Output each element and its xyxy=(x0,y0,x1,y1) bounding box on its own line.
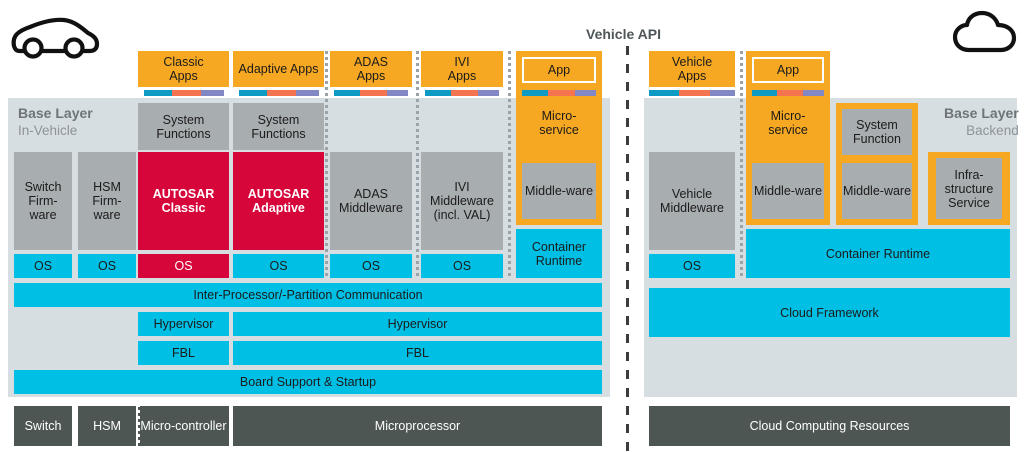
column-separator-1 xyxy=(325,51,328,278)
system-functions-classic: System Functions xyxy=(138,103,229,150)
hardware-microprocessor: Microprocessor xyxy=(233,406,602,446)
column-separator-2 xyxy=(416,51,419,278)
ivi-middleware: IVI Middleware (incl. VAL) xyxy=(421,152,503,250)
right-system-function-middleware: Middle-ware xyxy=(842,163,912,219)
right-container-runtime: Container Runtime xyxy=(746,229,1010,278)
app-vehicle-apps[interactable]: Vehicle Apps xyxy=(649,51,735,87)
right-microservice-middleware: Middle-ware xyxy=(752,163,824,219)
right-system-function-label: System Function xyxy=(842,109,912,155)
autosar-adaptive-sub: Adaptive xyxy=(252,201,305,215)
left-layer-title-main: Base Layer xyxy=(18,105,93,121)
car-icon xyxy=(8,14,100,60)
right-layer-title-main: Base Layer xyxy=(944,105,1019,121)
switch-firmware: Switch Firm- ware xyxy=(14,152,72,250)
board-support-startup: Board Support & Startup xyxy=(14,370,602,394)
os-adaptive: OS xyxy=(233,254,324,278)
api-bar-adaptive xyxy=(239,90,319,96)
os-adas: OS xyxy=(330,254,412,278)
hypervisor-microcontroller: Hypervisor xyxy=(138,312,229,336)
adas-middleware: ADAS Middleware xyxy=(330,152,412,250)
vehicle-api-title: Vehicle API xyxy=(586,26,661,42)
hardware-cloud-computing-resources: Cloud Computing Resources xyxy=(649,406,1010,446)
os-ivi: OS xyxy=(421,254,503,278)
os-classic: OS xyxy=(138,254,229,278)
hypervisor-microprocessor: Hypervisor xyxy=(233,312,602,336)
left-layer-title: Base Layer In-Vehicle xyxy=(18,105,93,139)
cloud-framework: Cloud Framework xyxy=(649,288,1010,337)
api-bar-microservice-right xyxy=(752,90,824,96)
hardware-switch: Switch xyxy=(14,406,72,446)
infrastructure-service: Infra- structure Service xyxy=(936,158,1002,219)
right-layer-title-sub: Backend xyxy=(966,122,1019,138)
app-generic-right[interactable]: App xyxy=(752,57,824,83)
app-classic-apps[interactable]: Classic Apps xyxy=(138,51,229,87)
right-column-separator xyxy=(740,51,743,278)
right-microservice-label: Micro- service xyxy=(750,102,826,144)
vehicle-middleware: Vehicle Middleware xyxy=(649,152,735,250)
api-bar-microservice-left xyxy=(522,90,596,96)
app-adaptive-apps[interactable]: Adaptive Apps xyxy=(233,51,324,87)
api-bar-vehicle-apps xyxy=(649,90,735,96)
api-bar-classic xyxy=(144,90,224,96)
app-generic-left[interactable]: App xyxy=(522,57,596,83)
hardware-microcontroller: Micro-controller xyxy=(138,406,229,446)
autosar-adaptive: AUTOSAR Adaptive xyxy=(233,152,324,250)
autosar-adaptive-title: AUTOSAR xyxy=(247,187,310,201)
right-os: OS xyxy=(649,254,735,278)
api-bar-ivi xyxy=(425,90,499,96)
column-separator-3 xyxy=(508,51,511,278)
hsm-firmware: HSM Firm- ware xyxy=(78,152,136,250)
app-adas-apps[interactable]: ADAS Apps xyxy=(330,51,412,87)
os-switch: OS xyxy=(14,254,72,278)
right-layer-title: Base Layer Backend xyxy=(944,105,1019,139)
os-hsm: OS xyxy=(78,254,136,278)
hardware-divider-dotted xyxy=(137,404,140,448)
left-container-runtime: Container Runtime xyxy=(516,229,602,278)
fbl-microcontroller: FBL xyxy=(138,341,229,365)
cloud-icon xyxy=(952,10,1018,54)
inter-processor-communication: Inter-Processor/-Partition Communication xyxy=(14,283,602,307)
hardware-hsm: HSM xyxy=(78,406,136,446)
app-ivi-apps[interactable]: IVI Apps xyxy=(421,51,503,87)
api-bar-adas xyxy=(334,90,408,96)
autosar-classic: AUTOSAR Classic xyxy=(138,152,229,250)
left-microservice-label: Micro- service xyxy=(520,102,598,144)
system-functions-adaptive: System Functions xyxy=(233,103,324,150)
autosar-classic-sub: Classic xyxy=(161,201,206,215)
autosar-classic-title: AUTOSAR xyxy=(152,187,215,201)
left-layer-title-sub: In-Vehicle xyxy=(18,122,78,138)
left-microservice-middleware: Middle-ware xyxy=(522,163,596,219)
fbl-microprocessor: FBL xyxy=(233,341,602,365)
panel-divider-dashed xyxy=(626,46,629,452)
